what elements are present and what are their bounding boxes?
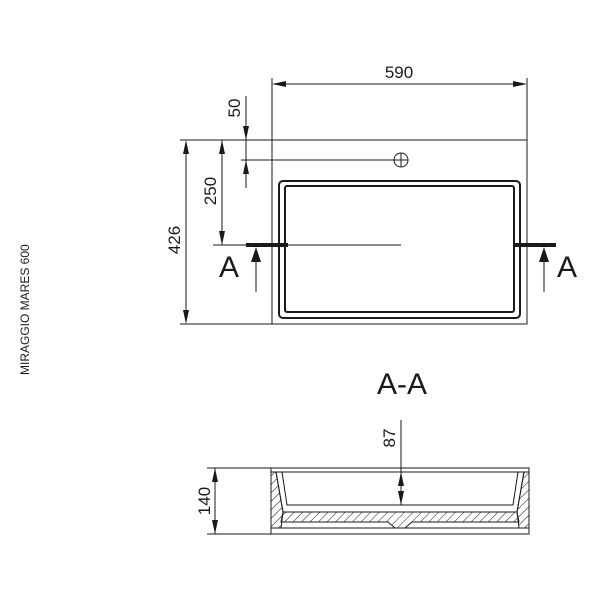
bottom-hatch	[280, 511, 520, 529]
section-marker-right: A	[557, 251, 577, 284]
basin-outline	[271, 139, 528, 325]
dim-depth: 426	[165, 226, 184, 254]
section-arrow-right	[539, 247, 549, 262]
section-view: 140 87	[195, 420, 530, 535]
section-marker-left: A	[219, 251, 239, 284]
dim-tap-to-section: 250	[201, 177, 220, 205]
bowl-inner-rim	[284, 185, 515, 313]
section-title: A-A	[377, 368, 427, 401]
dim-height: 140	[195, 487, 214, 515]
dim-width: 590	[385, 63, 413, 82]
top-view: A A 590 426 250 50	[165, 63, 577, 325]
product-label: MIRAGGIO MARES 600	[18, 244, 32, 375]
tap-hole	[393, 152, 409, 168]
section-arrow-left	[251, 247, 261, 262]
dim-bowl-depth: 87	[380, 429, 399, 448]
bowl-outer-rim	[278, 180, 521, 319]
dim-top-offset: 50	[225, 99, 244, 118]
